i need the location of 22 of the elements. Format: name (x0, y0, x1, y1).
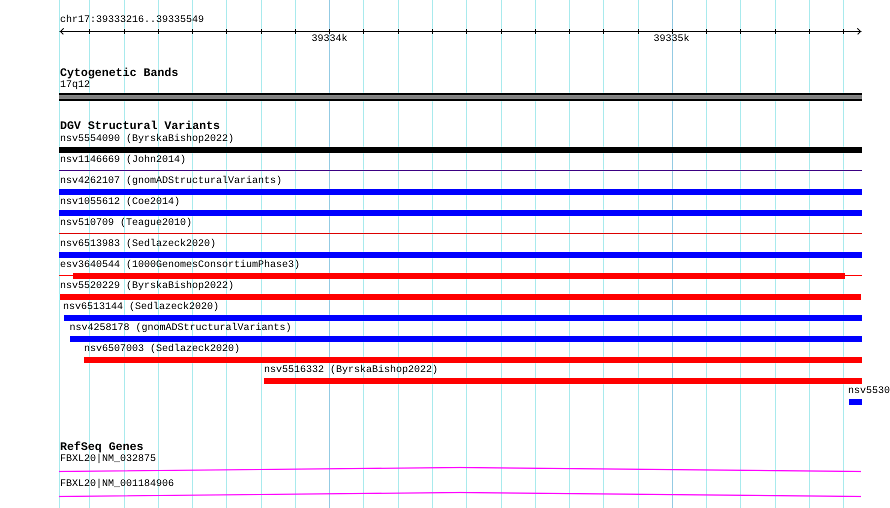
variant-label: nsv4262107 (gnomADStructuralVariants) (60, 176, 282, 188)
variant-label: nsv6507003 (Sedlazeck2020) (84, 344, 240, 356)
track-title: Cytogenetic Bands (60, 68, 178, 80)
variant-label: nsv1055612 (Coe2014) (60, 196, 180, 208)
variant-label: nsv5530 (848, 386, 890, 398)
tick-label: 39334k (312, 34, 348, 46)
variant-label: nsv5516332 (ByrskaBishop2022) (264, 364, 438, 376)
variant-label: esv3640544 (1000GenomesConsortiumPhase3) (60, 260, 300, 272)
variant-label: nsv5520229 (ByrskaBishop2022) (60, 280, 234, 292)
variant-label: nsv6513144 (Sedlazeck2020) (63, 302, 220, 314)
variant-label: nsv4258178 (gnomADStructuralVariants) (70, 322, 292, 334)
variant-label: nsv1146669 (John2014) (60, 154, 186, 166)
band-label: 17q12 (60, 80, 90, 92)
gene-label: FBXL20|NM_001184906 (60, 478, 174, 490)
gene-label: FBXL20|NM_032875 (60, 454, 156, 466)
variant-label: nsv510709 (Teague2010) (60, 218, 192, 230)
track-title: DGV Structural Variants (60, 121, 220, 133)
variant-label: nsv6513983 (Sedlazeck2020) (60, 238, 216, 250)
track-title: RefSeq Genes (60, 442, 144, 454)
region-label: chr17:39333216..39335549 (60, 14, 204, 26)
variant-label: nsv5554090 (ByrskaBishop2022) (60, 134, 234, 146)
tick-label: 39335k (654, 34, 690, 46)
